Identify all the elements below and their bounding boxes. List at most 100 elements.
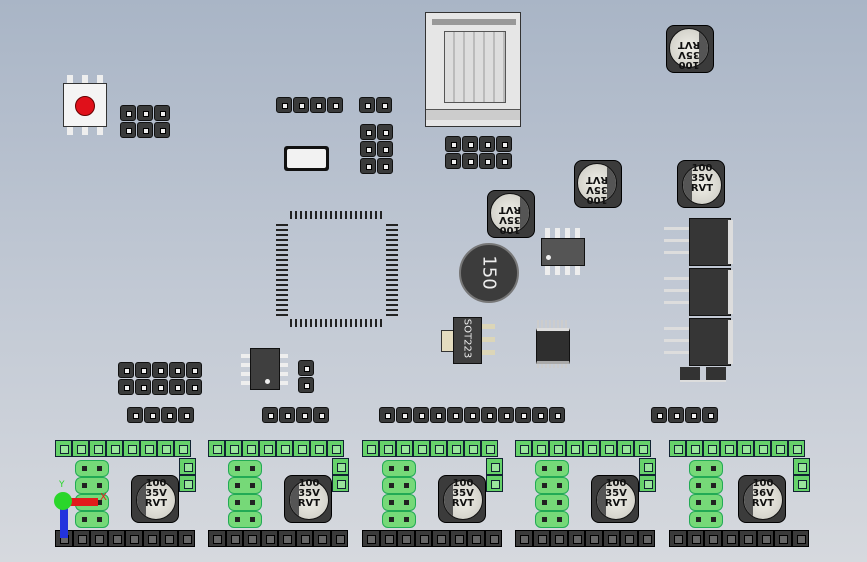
header-pin bbox=[445, 136, 461, 152]
tssop-chip bbox=[536, 320, 570, 368]
header-pin bbox=[496, 136, 512, 152]
header-pin bbox=[125, 530, 143, 547]
capacitor-value: 100 bbox=[605, 478, 627, 489]
header-pin bbox=[793, 475, 810, 492]
green-header-column bbox=[639, 458, 656, 492]
pin-header-1x4 bbox=[276, 97, 348, 114]
header-pin bbox=[330, 530, 348, 547]
header-pin bbox=[72, 530, 90, 547]
header-pin bbox=[430, 407, 446, 423]
header-pin bbox=[462, 153, 478, 169]
header-pin bbox=[179, 458, 196, 475]
header-pin bbox=[669, 530, 687, 547]
header-pin bbox=[123, 440, 140, 457]
capacitor-voltage: 35V bbox=[452, 488, 474, 499]
header-pin bbox=[685, 407, 701, 423]
dark-header-row bbox=[362, 530, 502, 547]
header-pin-pair bbox=[689, 460, 723, 477]
header-pin bbox=[179, 475, 196, 492]
header-pin bbox=[186, 379, 202, 395]
header-pin bbox=[668, 407, 684, 423]
power-inductor: 150 bbox=[459, 243, 519, 303]
capacitor-series: RVT bbox=[144, 498, 168, 509]
header-pin bbox=[496, 153, 512, 169]
capacitor-voltage: 35V bbox=[499, 214, 521, 225]
header-pin bbox=[651, 407, 667, 423]
header-pin bbox=[127, 407, 143, 423]
capacitor-voltage: 35V bbox=[678, 49, 700, 60]
capacitor-series: RVT bbox=[585, 174, 609, 185]
dark-header-row bbox=[669, 530, 809, 547]
header-pin-pair bbox=[75, 477, 109, 494]
capacitor-voltage: 35V bbox=[145, 488, 167, 499]
header-pin bbox=[481, 407, 497, 423]
header-pin-pair bbox=[75, 511, 109, 528]
header-pin bbox=[152, 362, 168, 378]
header-pin bbox=[106, 440, 123, 457]
dark-header-row bbox=[55, 530, 195, 547]
dark-header-row bbox=[208, 530, 348, 547]
header-pin bbox=[242, 440, 259, 457]
header-pin bbox=[515, 440, 532, 457]
header-pin bbox=[278, 530, 296, 547]
header-pin bbox=[637, 530, 655, 547]
header-pin-pair bbox=[535, 494, 569, 511]
header-pin bbox=[720, 440, 737, 457]
header-pin bbox=[72, 440, 89, 457]
sot223-regulator: SOT223 bbox=[441, 315, 496, 365]
green-header-2x4 bbox=[228, 460, 262, 528]
header-pin bbox=[498, 407, 514, 423]
header-pin bbox=[293, 440, 310, 457]
header-pin bbox=[486, 475, 503, 492]
header-pin bbox=[532, 440, 549, 457]
header-pin bbox=[260, 530, 278, 547]
capacitor-voltage: 35V bbox=[691, 173, 713, 184]
header-pin bbox=[397, 530, 415, 547]
header-pin bbox=[585, 530, 603, 547]
qfp-microcontroller bbox=[276, 208, 398, 330]
green-header-row bbox=[55, 440, 191, 457]
header-pin bbox=[137, 122, 153, 138]
header-pin bbox=[298, 360, 314, 376]
header-pin bbox=[243, 530, 261, 547]
header-pin bbox=[118, 379, 134, 395]
header-pin bbox=[135, 362, 151, 378]
header-pin-pair bbox=[382, 460, 416, 477]
header-pin bbox=[362, 440, 379, 457]
header-pin-pair bbox=[228, 460, 262, 477]
capacitor-series: RVT bbox=[690, 183, 714, 194]
capacitor-series: RVT bbox=[297, 498, 321, 509]
capacitor-series: RVT bbox=[751, 498, 775, 509]
header-pin bbox=[279, 407, 295, 423]
to252-transistor bbox=[664, 318, 734, 366]
soic8-chip-small bbox=[241, 348, 288, 390]
header-pin bbox=[484, 530, 502, 547]
button-red-cap bbox=[75, 96, 95, 116]
capacitor-voltage: 35V bbox=[586, 184, 608, 195]
capacitor-series: RVT bbox=[677, 39, 701, 50]
green-header-column bbox=[179, 458, 196, 492]
header-pin bbox=[449, 530, 467, 547]
green-header-2x4 bbox=[75, 460, 109, 528]
header-pin bbox=[793, 458, 810, 475]
regulator-label: SOT223 bbox=[461, 318, 473, 359]
header-pin bbox=[140, 440, 157, 457]
header-pin bbox=[157, 440, 174, 457]
header-pin-pair bbox=[75, 460, 109, 477]
capacitor-value: 100 bbox=[752, 478, 774, 489]
header-pin bbox=[566, 440, 583, 457]
push-button bbox=[63, 75, 107, 135]
header-pin bbox=[737, 440, 754, 457]
header-pin bbox=[332, 458, 349, 475]
header-pin bbox=[739, 530, 757, 547]
header-pin bbox=[479, 153, 495, 169]
header-pin bbox=[118, 362, 134, 378]
header-pin bbox=[669, 440, 686, 457]
header-pin-pair bbox=[382, 511, 416, 528]
